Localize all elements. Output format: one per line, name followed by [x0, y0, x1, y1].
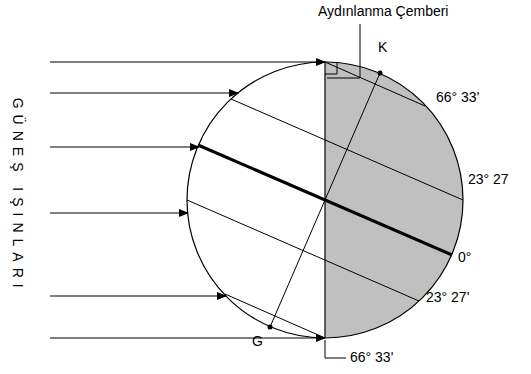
leader-line — [327, 24, 360, 78]
latitude-label: 0° — [458, 250, 471, 265]
pole-letter: K — [378, 40, 387, 55]
earth-outline — [187, 62, 463, 338]
leader-line — [325, 340, 346, 358]
earth-axis — [270, 73, 380, 327]
right-angle-mark — [325, 62, 337, 74]
latitude-label: 23° 27' — [426, 290, 469, 305]
latitude-label: 66° 33' — [436, 90, 479, 105]
circle-title: Aydınlanma Çemberi — [318, 4, 448, 19]
latitude-label: 23° 27 — [468, 172, 509, 187]
pole-letter: G — [252, 334, 263, 349]
pole-dot — [268, 325, 273, 330]
rays-title: GÜNEŞ IŞINLARI — [9, 98, 24, 294]
latitude-label: 66° 33' — [350, 350, 393, 365]
sun-rays — [50, 62, 325, 338]
pole-dot — [378, 71, 383, 76]
